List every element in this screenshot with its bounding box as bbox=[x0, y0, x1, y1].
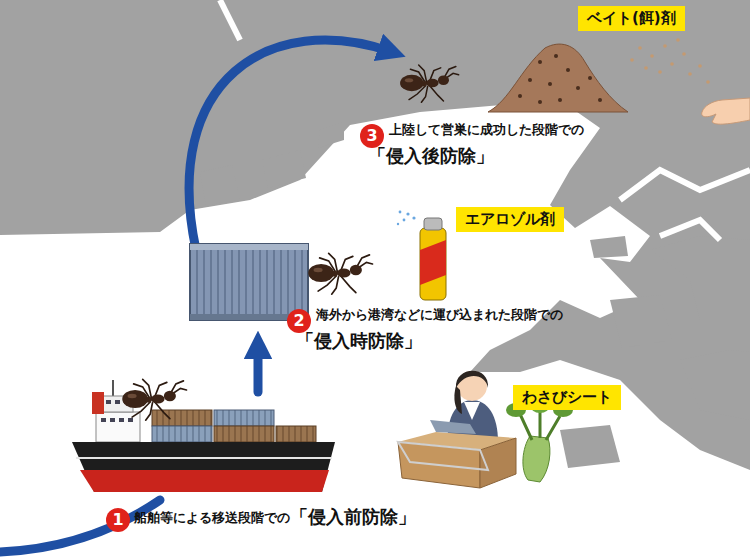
step-circle: 2 bbox=[287, 309, 311, 333]
product-tag: エアロゾル剤 bbox=[456, 207, 564, 232]
node-text: ベイト(餌)剤 bbox=[587, 9, 676, 27]
node-text: 1 bbox=[112, 510, 123, 529]
stage-name: 「侵入時防除」 bbox=[296, 330, 422, 352]
step-circle: 1 bbox=[106, 508, 130, 532]
stage-description: 上陸して営巣に成功した段階での bbox=[389, 122, 584, 138]
ant bbox=[122, 379, 186, 420]
product-tag: ベイト(餌)剤 bbox=[578, 6, 685, 31]
cargo-ship bbox=[72, 380, 335, 492]
node-text: 3 bbox=[366, 126, 377, 145]
ant bbox=[308, 253, 372, 294]
woman-with-box bbox=[398, 371, 516, 488]
aerosol-can bbox=[397, 211, 446, 300]
node-text: エアロゾル剤 bbox=[465, 210, 555, 228]
stage-name: 「侵入前防除」 bbox=[290, 506, 416, 528]
stage-name: 「侵入後防除」 bbox=[368, 145, 494, 167]
wasabi bbox=[506, 397, 573, 482]
stage-description: 海外から港湾などに運び込まれた段階での bbox=[316, 307, 563, 323]
node-text: 2 bbox=[293, 311, 304, 330]
product-tag: わさびシート bbox=[513, 385, 621, 410]
ant bbox=[400, 65, 459, 102]
shipping-container bbox=[190, 244, 308, 320]
ant-nest bbox=[488, 44, 628, 112]
step-circle: 3 bbox=[360, 124, 384, 148]
stage-description: 船舶等による移送段階での bbox=[134, 510, 290, 526]
node-text: わさびシート bbox=[522, 388, 612, 406]
